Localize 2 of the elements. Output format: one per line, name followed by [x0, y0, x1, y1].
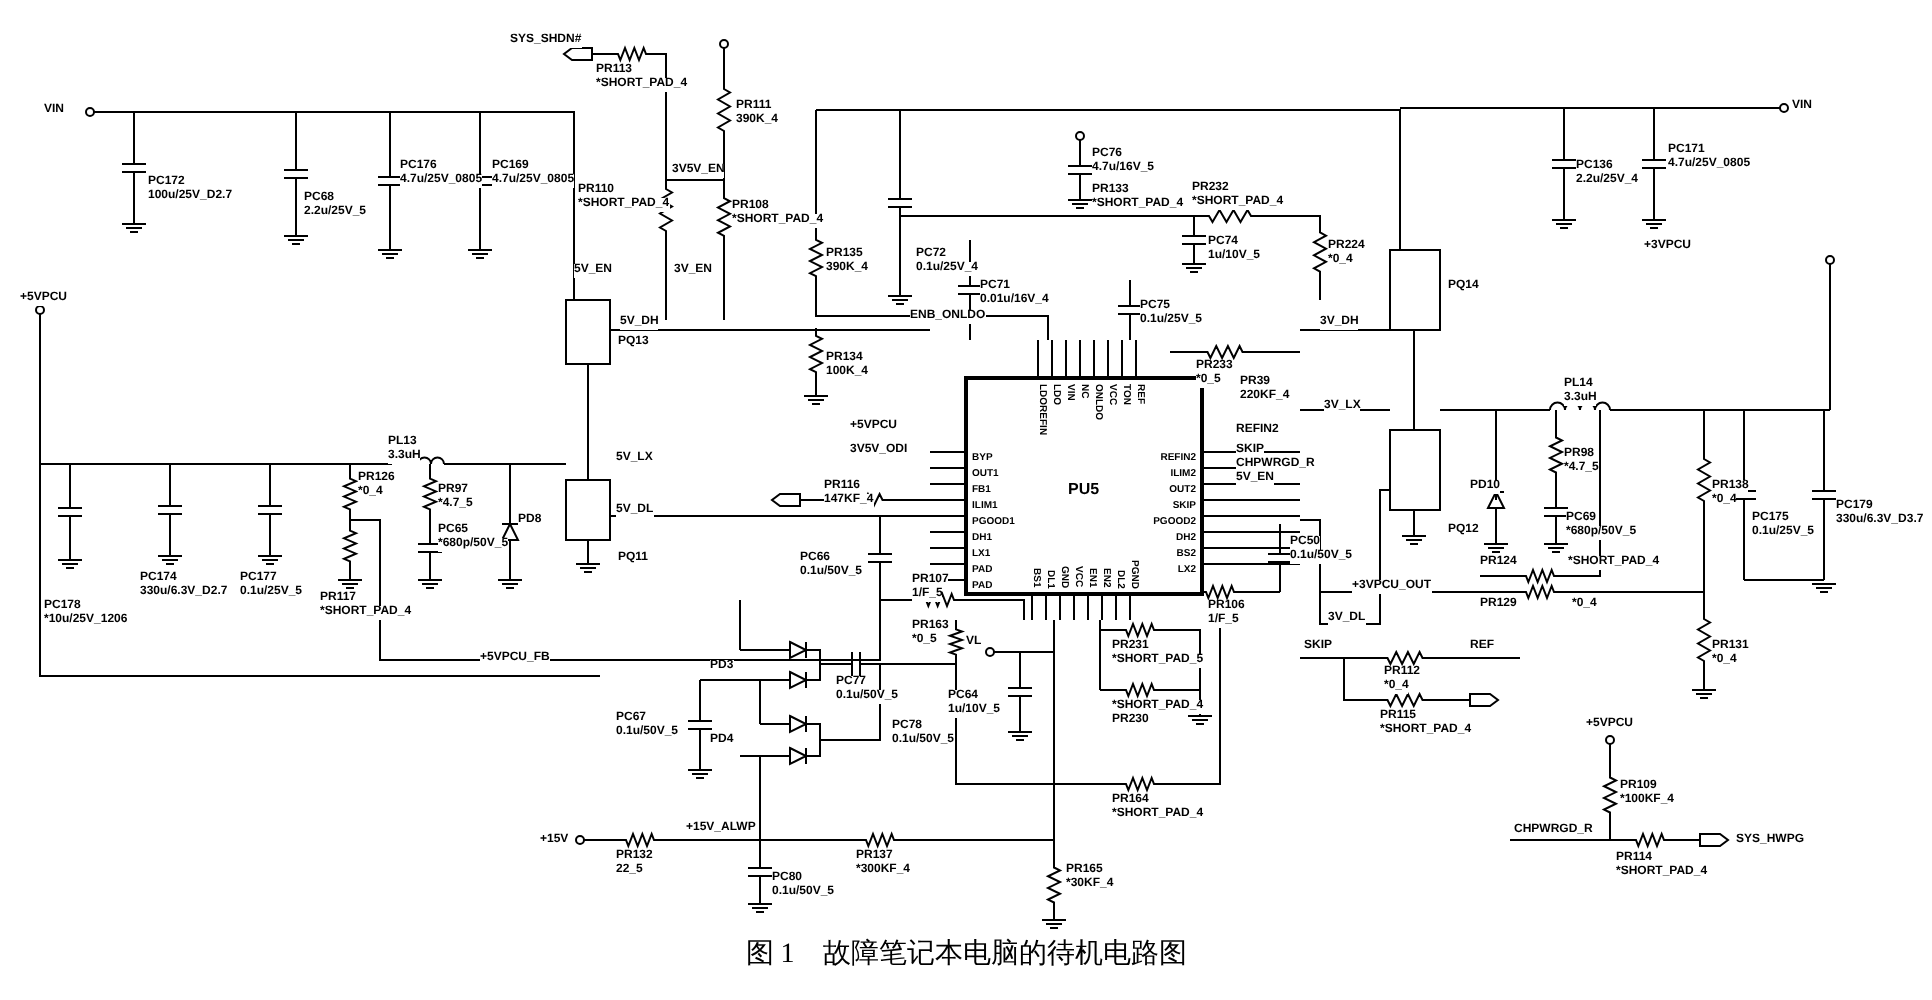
chip-designator: PU5 [1068, 480, 1100, 498]
figure-caption: 图 1 故障笔记本电脑的待机电路图 [745, 940, 1187, 970]
